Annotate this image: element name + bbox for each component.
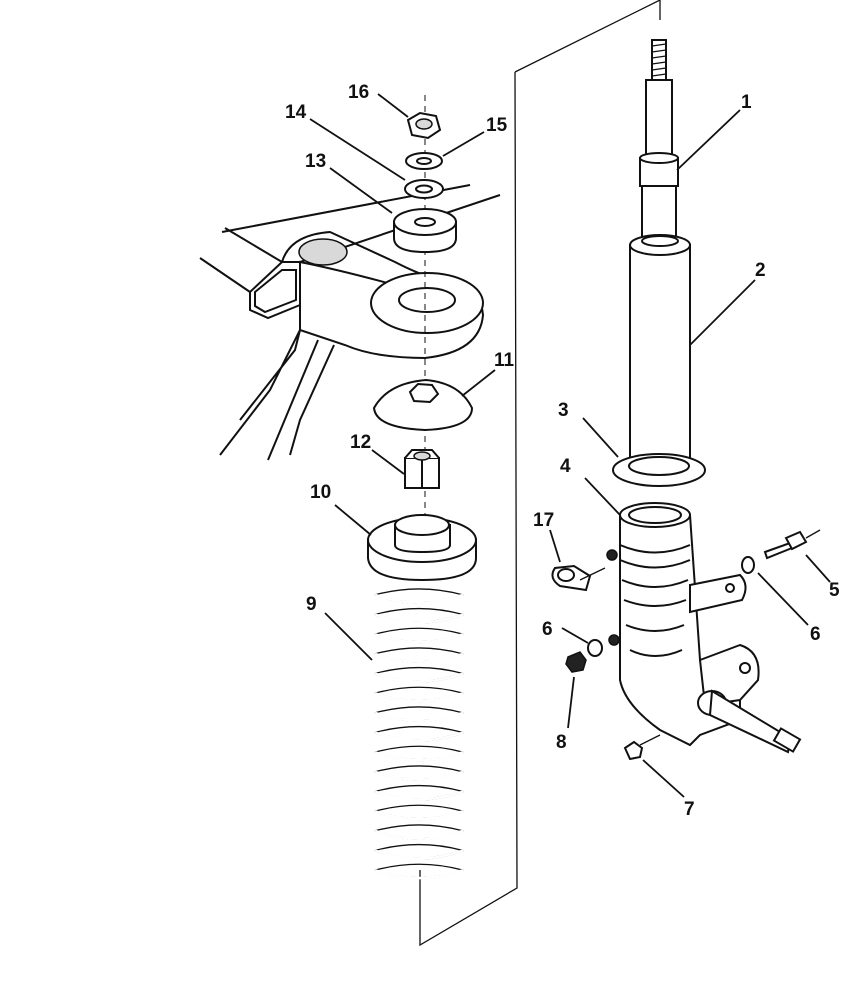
callout-10: 10 [310, 482, 331, 503]
spring-cup [372, 378, 474, 432]
upper-bushing [393, 208, 457, 254]
spring-coil-highlight [374, 593, 464, 604]
spring-coil-back [374, 843, 464, 852]
spring-coil-back [374, 824, 464, 832]
callout-4: 4 [560, 456, 571, 477]
spring-coil-highlight [374, 849, 464, 860]
spring-coil-highlight [374, 731, 464, 742]
callout-14: 14 [285, 102, 307, 123]
spring-coil-back [374, 863, 464, 871]
spring-coil-highlight [374, 829, 464, 840]
frame-arm [199, 184, 501, 461]
assembly-frame [419, 0, 661, 947]
callout-1: 1 [741, 92, 752, 113]
spring-coil-highlight [374, 613, 464, 624]
spring-coil-highlight [374, 632, 464, 644]
callout-16: 16 [348, 82, 369, 103]
callout-17: 17 [533, 510, 554, 531]
spring-coil-highlight [374, 750, 464, 762]
callout-8: 8 [556, 732, 567, 753]
bolt [763, 529, 821, 560]
spring-coil-back [374, 588, 464, 596]
callout-12: 12 [350, 432, 371, 453]
spring-coil-back [374, 686, 464, 694]
callout-2: 2 [755, 260, 766, 281]
callout-labels: 1 2 3 4 5 6 6 7 8 9 10 11 12 13 14 15 16… [285, 82, 840, 820]
callout-15: 15 [486, 115, 508, 136]
spring-coil-highlight [374, 691, 464, 703]
hex-nut [565, 651, 587, 673]
retainer-ring [612, 453, 706, 487]
washer-right [741, 556, 755, 574]
spring-coil-back [374, 607, 464, 616]
spring-coil-highlight [374, 711, 464, 722]
coupling-nut [404, 449, 440, 489]
spring-seat [367, 514, 477, 582]
lock-nut [406, 111, 442, 140]
small-bolt [623, 734, 661, 761]
spring-coil-back [374, 745, 464, 753]
spring-coil-back [374, 804, 464, 812]
spindle-housing [606, 502, 802, 754]
washer-lower [404, 179, 444, 199]
spring-coil-back [374, 647, 464, 655]
callout-5: 5 [829, 580, 840, 601]
spring-coil-back [374, 784, 464, 793]
spring-coil-highlight [374, 652, 464, 663]
spring-coil-highlight [374, 770, 464, 781]
callout-6-right: 6 [810, 624, 821, 645]
coil-spring [374, 588, 464, 880]
spring-coil-back [374, 627, 464, 635]
spring-coil-highlight [374, 809, 464, 821]
callout-7: 7 [684, 799, 695, 820]
spring-coil-highlight [374, 790, 464, 801]
cable-clamp [551, 564, 606, 592]
shock-strut [629, 39, 691, 463]
callout-6-left: 6 [542, 619, 553, 640]
callout-9: 9 [306, 594, 317, 615]
callout-13: 13 [305, 151, 326, 172]
spring-coil-back [374, 666, 464, 675]
washer-left [587, 639, 603, 657]
leader-lines [309, 93, 831, 798]
spring-coil-back [374, 706, 464, 714]
spring-coil-highlight [374, 868, 464, 880]
washer-upper [405, 152, 443, 170]
callout-11: 11 [494, 350, 515, 371]
spring-coil-back [374, 725, 464, 734]
spring-coil-back [374, 765, 464, 773]
callout-3: 3 [558, 400, 569, 421]
spring-coil-highlight [374, 672, 464, 683]
